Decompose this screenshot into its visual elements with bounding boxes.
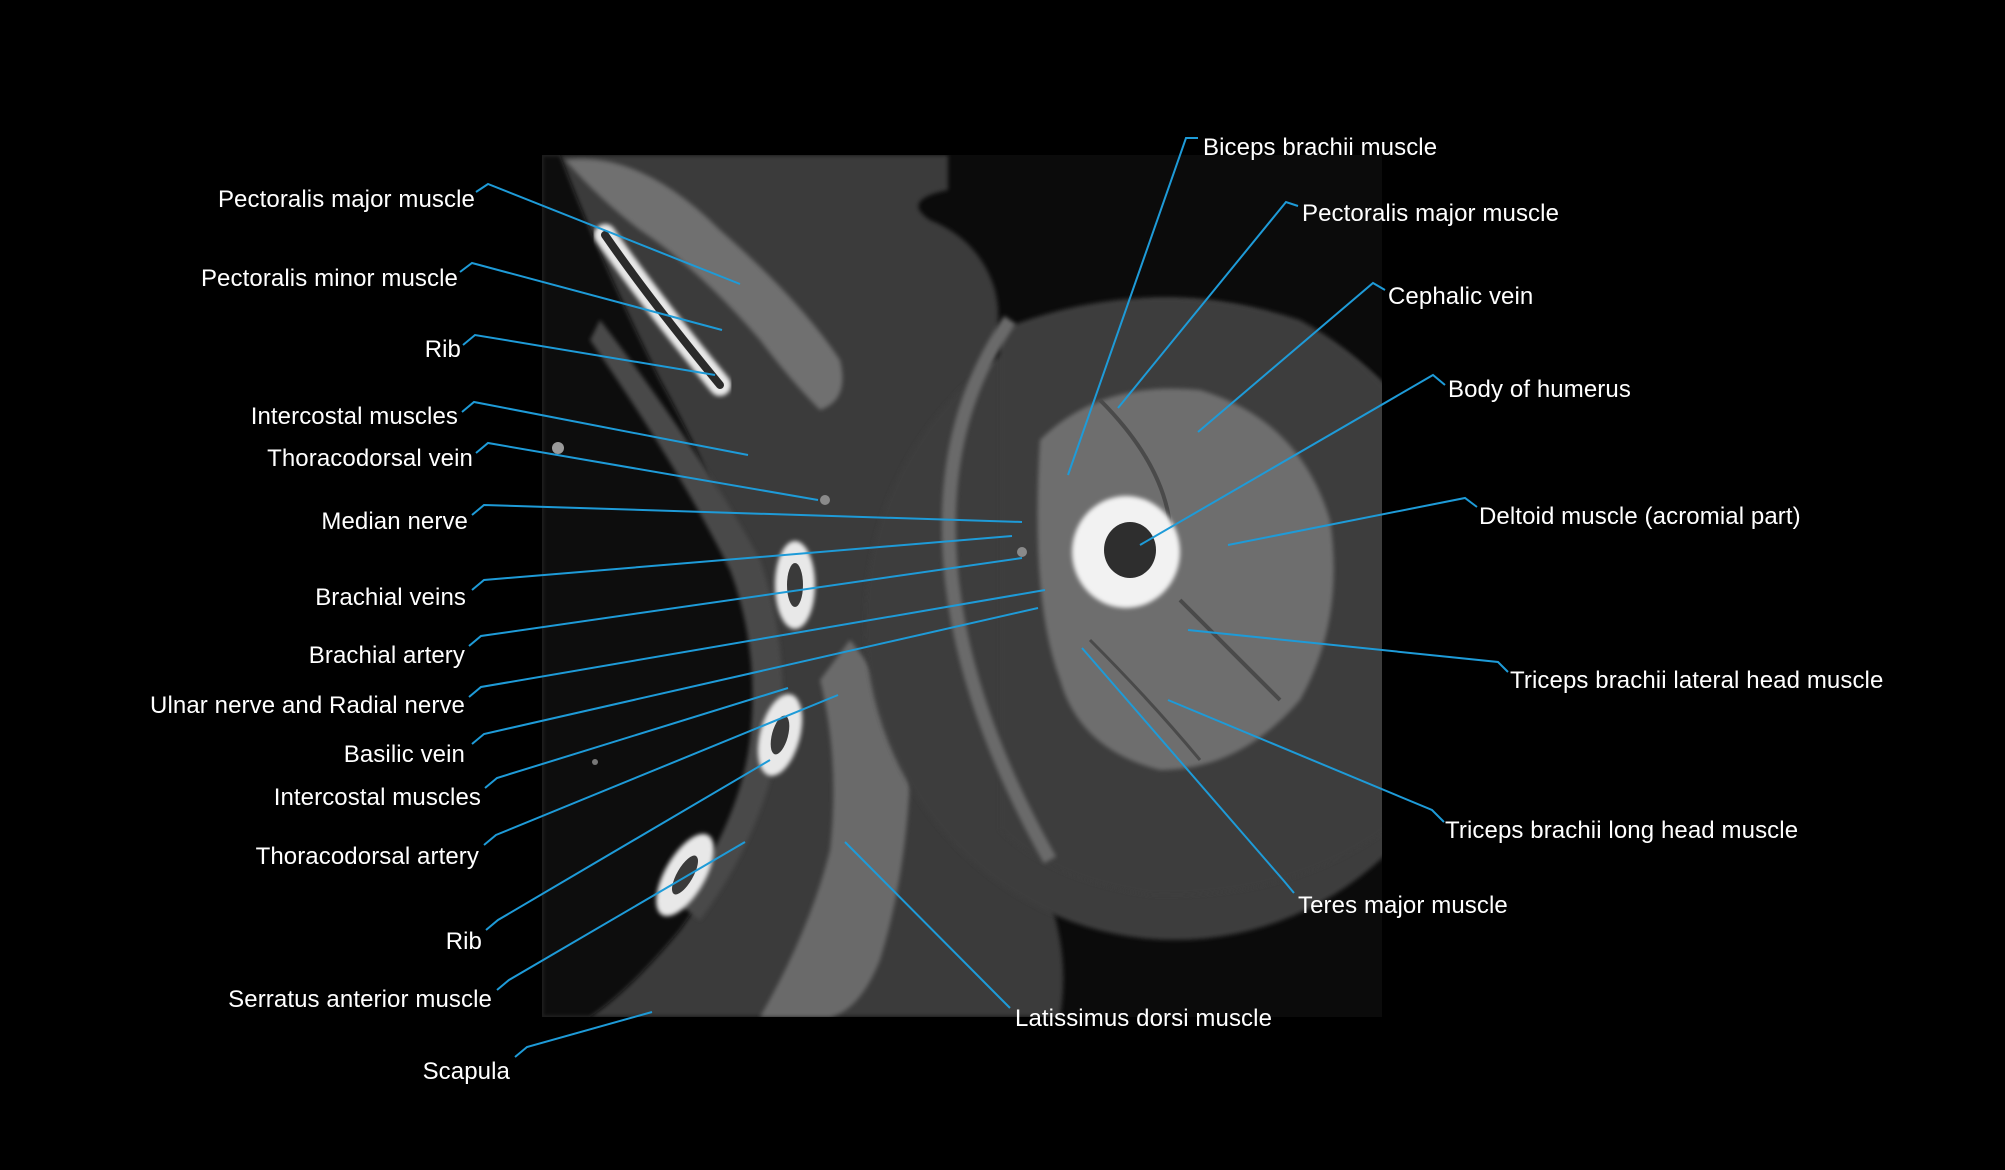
label-pectoralis-major-left: Pectoralis major muscle	[217, 186, 475, 213]
leader-lines	[459, 137, 1509, 1058]
label-rib-lower: Rib	[445, 928, 482, 955]
label-body-of-humerus: Body of humerus	[1448, 376, 1631, 403]
label-serratus-anterior: Serratus anterior muscle	[228, 986, 492, 1013]
leader-body-of-humerus	[1139, 373, 1446, 546]
leader-biceps-brachii	[1067, 137, 1198, 476]
leader-brachial-artery	[468, 557, 1023, 647]
ct-slice	[542, 155, 1382, 1017]
leader-basilic-vein	[471, 607, 1039, 745]
label-intercostal-lower: Intercostal muscles	[273, 784, 481, 811]
label-latissimus-dorsi: Latissimus dorsi muscle	[1015, 1005, 1273, 1032]
label-teres-major: Teres major muscle	[1298, 892, 1508, 919]
leader-brachial-veins	[471, 535, 1013, 591]
leader-triceps-long	[1167, 699, 1445, 823]
label-median-nerve: Median nerve	[321, 508, 468, 535]
label-brachial-veins: Brachial veins	[315, 584, 466, 611]
leader-pectoralis-minor	[459, 261, 723, 331]
label-cephalic-vein: Cephalic vein	[1388, 283, 1534, 310]
humerus-bone	[1072, 496, 1180, 608]
leader-intercostal-lower	[484, 687, 789, 789]
label-intercostal-upper: Intercostal muscles	[250, 403, 458, 430]
label-thoracodorsal-artery: Thoracodorsal artery	[255, 843, 479, 870]
label-deltoid: Deltoid muscle (acromial part)	[1479, 503, 1801, 530]
leader-scapula	[514, 1011, 653, 1058]
leader-pectoralis-major-right	[1117, 200, 1299, 409]
leader-intercostal-upper	[461, 400, 749, 456]
label-scapula: Scapula	[422, 1058, 510, 1085]
leader-triceps-lateral	[1187, 629, 1509, 673]
leader-rib-upper	[462, 333, 716, 376]
leader-latissimus-dorsi	[844, 841, 1011, 1009]
leader-thoracodorsal-vein	[475, 441, 819, 501]
label-pectoralis-major-right: Pectoralis major muscle	[1302, 200, 1560, 227]
label-rib-upper: Rib	[424, 336, 461, 363]
label-triceps-long: Triceps brachii long head muscle	[1445, 817, 1799, 844]
label-triceps-lateral: Triceps brachii lateral head muscle	[1510, 667, 1884, 694]
leader-deltoid	[1227, 496, 1478, 546]
label-pectoralis-minor: Pectoralis minor muscle	[200, 265, 458, 292]
leader-teres-major	[1081, 647, 1295, 894]
leader-median-nerve	[471, 503, 1023, 523]
label-basilic-vein: Basilic vein	[343, 741, 465, 768]
leader-thoracodorsal-artery	[483, 694, 839, 846]
leader-cephalic-vein	[1197, 281, 1386, 433]
label-ulnar-radial-nerve: Ulnar nerve and Radial nerve	[150, 692, 465, 719]
label-biceps-brachii: Biceps brachii muscle	[1203, 134, 1438, 161]
leader-pectoralis-major-left	[475, 182, 741, 285]
leader-serratus-anterior	[496, 841, 746, 991]
label-brachial-artery: Brachial artery	[308, 642, 465, 669]
leader-ulnar-radial-nerve	[468, 589, 1046, 698]
label-thoracodorsal-vein: Thoracodorsal vein	[267, 445, 473, 472]
leader-rib-lower	[485, 759, 771, 931]
